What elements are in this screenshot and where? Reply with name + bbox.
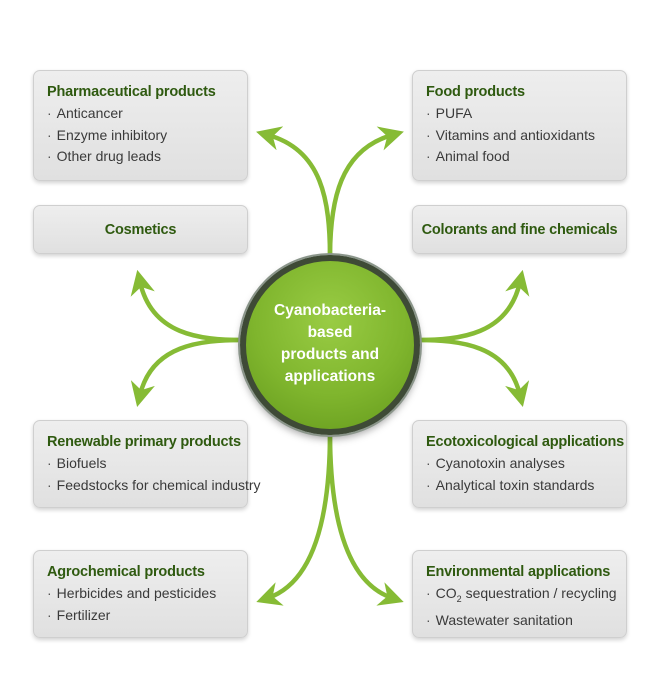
pharmaceutical-products-box: Pharmaceutical products ·Anticancer ·Enz… [33, 70, 248, 181]
list-item: ·Animal food [426, 148, 510, 164]
list-item: ·Analytical toxin standards [426, 476, 595, 493]
list-item: ·Vitamins and antioxidants [426, 126, 595, 143]
ecotoxicological-title: Ecotoxicological applications [426, 434, 625, 450]
food-title: Food products [426, 84, 525, 100]
renewable-products-box: Renewable primary products ·Biofuels ·Fe… [33, 420, 261, 508]
arrow-bottom-right [327, 429, 404, 606]
ecotoxicological-box: Ecotoxicological applications ·Cyanotoxi… [412, 420, 627, 508]
arrow-left-up [130, 269, 246, 343]
list-item: ·Other drug leads [47, 148, 161, 164]
cosmetics-box: Cosmetics [33, 205, 248, 254]
list-item: ·Feedstocks for chemical industry [47, 476, 261, 493]
center-circle: Cyanobacteria-based products and applica… [240, 255, 420, 435]
list-item: ·Biofuels [47, 455, 107, 471]
environmental-title: Environmental applications [426, 564, 611, 580]
colorants-box: Colorants and fine chemicals [412, 205, 627, 254]
list-item: ·PUFA [426, 105, 473, 121]
list-item: ·Cyanotoxin analyses [426, 455, 565, 471]
cosmetics-title: Cosmetics [104, 221, 177, 238]
arrow-right-down [414, 337, 530, 408]
list-item: ·CO2 sequestration / recycling [426, 585, 617, 604]
food-products-box: Food products ·PUFA ·Vitamins and antiox… [412, 70, 627, 181]
arrow-top-right [327, 126, 404, 261]
pharmaceutical-title: Pharmaceutical products [47, 84, 216, 100]
arrow-bottom-left [256, 429, 333, 606]
list-item: ·Enzyme inhibitory [47, 126, 168, 143]
renewable-title: Renewable primary products [47, 434, 241, 450]
center-label: Cyanobacteria-based products and applica… [274, 302, 386, 385]
list-item: ·Wastewater sanitation [426, 612, 573, 629]
agrochemical-box: Agrochemical products ·Herbicides and pe… [33, 550, 248, 638]
list-item: ·Fertilizer [47, 606, 111, 623]
list-item: ·Herbicides and pesticides [47, 585, 217, 601]
arrow-left-down [130, 337, 246, 408]
agrochemical-title: Agrochemical products [47, 564, 205, 580]
arrow-top-left [256, 126, 333, 261]
arrow-right-up [414, 269, 530, 343]
list-item: ·Anticancer [47, 105, 123, 121]
environmental-box: Environmental applications ·CO2 sequestr… [412, 550, 627, 638]
colorants-title: Colorants and fine chemicals [421, 221, 618, 238]
